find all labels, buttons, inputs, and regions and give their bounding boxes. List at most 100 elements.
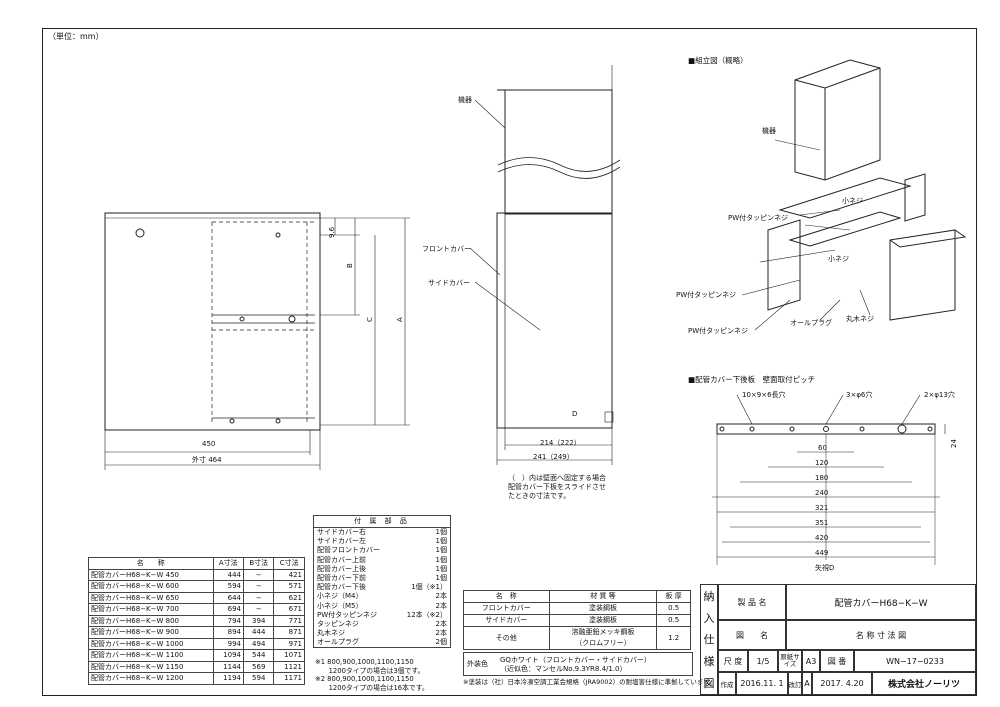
table-header-row: 名 称 材 質 等 板 厚 xyxy=(463,590,691,603)
item-qty: 2本 xyxy=(435,601,447,610)
item-name: 丸木ネジ xyxy=(317,629,345,638)
list-item: 丸木ネジ 2本 xyxy=(314,629,450,638)
list-item: PW付タッピンネジ 12本（※2） xyxy=(314,611,450,620)
item-name: 配管カバー下前 xyxy=(317,573,366,582)
product-value: 配管カバーH68−K−W xyxy=(786,584,976,620)
pitch-height: 24 xyxy=(950,439,958,448)
accessories-header: 付 属 部 品 xyxy=(314,516,450,528)
item-qty: 2本 xyxy=(435,629,447,638)
item-name: サイドカバー右 xyxy=(317,528,366,536)
item-qty: 2本 xyxy=(435,619,447,628)
asm-label-wood-screw: 丸木ネジ xyxy=(846,315,874,323)
table-cell: 溶融亜鉛メッキ鋼板 （クロムフリー） xyxy=(548,626,658,650)
item-qty: 1個（※1） xyxy=(411,583,447,592)
pitch-title: ■配管カバー下後板 壁面取付ピッチ xyxy=(688,375,816,384)
table-cell: 594 xyxy=(212,580,245,593)
item-name: 配管カバー下後 xyxy=(317,583,366,592)
table-cell: 0.5 xyxy=(656,602,691,615)
revised-value: 2017. 4.20 xyxy=(812,672,872,695)
table-cell: サイドカバー xyxy=(463,614,550,627)
list-item: 小ネジ（M5）2本 xyxy=(314,602,450,611)
table-cell: 配管カバーH68−K−W 900 xyxy=(88,626,214,639)
color-box: 外装色 GQホワイト（フロントカバー・サイドカバー） （近似色：マンセルNo.9… xyxy=(463,652,693,676)
asm-label-kiki: 機器 xyxy=(762,127,776,135)
table-cell: 394 xyxy=(242,614,275,627)
table-cell: 644 xyxy=(212,591,245,604)
paper-value: A3 xyxy=(802,650,820,672)
side-note: （ ）内は壁面へ固定する場合 配管カバー下板をスライドさせ たときの寸法です。 xyxy=(508,474,606,501)
revised-mark: A xyxy=(802,672,812,695)
table-cell: 444 xyxy=(212,568,245,581)
pitch-dim: 321 xyxy=(815,504,829,512)
pitch-dim: 240 xyxy=(815,489,829,497)
color-line-2: （近似色：マンセルNo.9.3YR8.4/1.0） xyxy=(500,665,627,673)
vertical-char: 入 xyxy=(703,611,715,625)
drawing-label: 図 名 xyxy=(718,620,786,650)
paper-label: 原紙サイズ xyxy=(778,650,802,672)
color-label: 外装色 xyxy=(467,660,488,668)
table-cell: フロントカバー xyxy=(463,602,550,615)
asm-label-plug: オールプラグ xyxy=(790,319,832,327)
company-logo: 株式会社ノーリツ xyxy=(872,672,976,695)
item-qty: 1個 xyxy=(435,546,447,555)
material-sub: （クロムフリー） xyxy=(575,639,631,647)
table-cell: 571 xyxy=(273,580,305,593)
pitch-dim: 120 xyxy=(815,459,829,467)
table-cell: 569 xyxy=(242,660,275,673)
table-header: 板 厚 xyxy=(656,590,691,603)
note-line: ※1 800,900,1000,1100,1150 xyxy=(315,658,414,666)
arrow-d: D xyxy=(572,410,578,418)
table-header: 名 称 xyxy=(463,590,550,603)
dim-a: A xyxy=(396,317,404,322)
table-row: その他 溶融亜鉛メッキ鋼板 （クロムフリー） 1.2 xyxy=(463,626,691,650)
table-cell: 配管カバーH68−K−W 1150 xyxy=(88,660,214,673)
vertical-char: 納 xyxy=(703,589,715,603)
table-header: A寸法 xyxy=(212,557,245,570)
dim-width-outer: 外寸 464 xyxy=(192,456,222,464)
table-cell: 配管カバーH68−K−W 1100 xyxy=(88,649,214,662)
table-cell: 1.2 xyxy=(656,626,691,650)
asm-label-pw-tap-1: PW付タッピンネジ xyxy=(728,214,789,222)
color-line-1: GQホワイト（フロントカバー・サイドカバー） xyxy=(500,656,651,664)
table-cell: 421 xyxy=(273,568,305,581)
table-cell: 621 xyxy=(273,591,305,604)
pitch-hole-b: 3×φ6穴 xyxy=(846,391,873,399)
table-cell: 994 xyxy=(212,637,245,650)
table-cell: − xyxy=(242,580,275,593)
table-cell: その他 xyxy=(463,626,550,650)
table-cell: 1071 xyxy=(273,649,305,662)
drawing-value: 名 称 寸 法 図 xyxy=(786,620,976,650)
item-name: 配管カバー上前 xyxy=(317,555,366,564)
table-cell: 配管カバーH68−K−W 650 xyxy=(88,591,214,604)
table-cell: 1194 xyxy=(212,672,245,685)
created-value: 2016.11. 1 xyxy=(736,672,788,695)
list-item: 小ネジ（M4）2本 xyxy=(314,592,450,601)
asm-label-small-screw-1: 小ネジ xyxy=(842,197,863,205)
item-qty: 12本（※2） xyxy=(406,610,447,619)
table-cell: 0.5 xyxy=(656,614,691,627)
material-name: 溶融亜鉛メッキ鋼板 xyxy=(571,628,635,636)
front-view xyxy=(104,212,410,470)
label-side-cover: サイドカバー xyxy=(428,279,470,287)
dim-9-6: 9.6 xyxy=(328,226,336,238)
table-cell: 871 xyxy=(273,626,305,639)
side-note-line: （ ）内は壁面へ固定する場合 xyxy=(508,474,606,482)
table-cell: 塗装鋼板 xyxy=(548,602,658,615)
table-cell: 444 xyxy=(242,626,275,639)
pitch-dim: 351 xyxy=(815,519,829,527)
number-value: WN−17−0233 xyxy=(854,650,976,672)
table-cell: 1144 xyxy=(212,660,245,673)
table-header-row: 名 称 A寸法 B寸法 C寸法 xyxy=(88,557,305,570)
item-name: PW付タッピンネジ xyxy=(317,610,378,619)
